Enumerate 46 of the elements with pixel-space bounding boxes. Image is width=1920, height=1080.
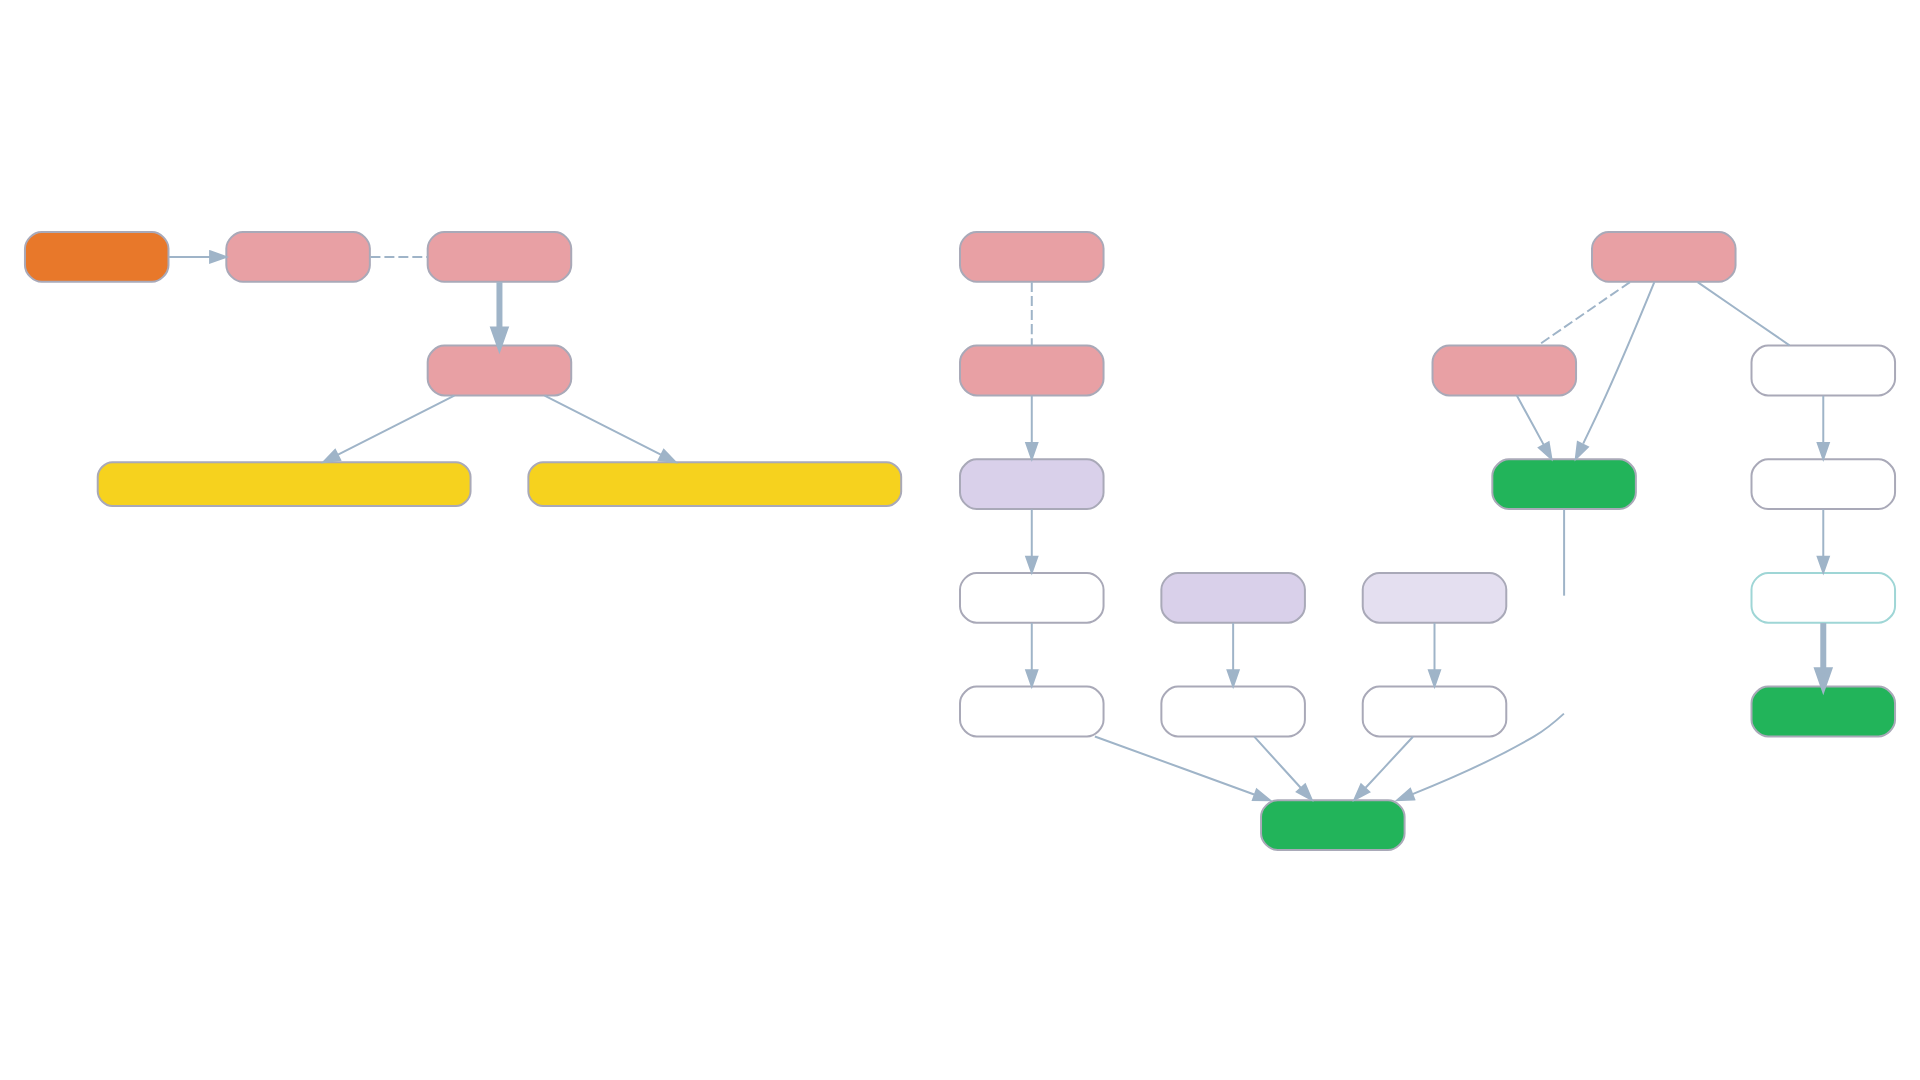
node-box (426, 229, 573, 282)
connector (1563, 507, 1566, 596)
node-box (959, 684, 1105, 737)
arrow (1024, 393, 1039, 461)
node-box (1361, 684, 1508, 737)
arrow (168, 248, 230, 263)
node-box (1260, 798, 1406, 851)
arrow (1394, 711, 1565, 801)
arrow (1574, 280, 1656, 461)
node-bar (96, 460, 472, 507)
node-box (959, 570, 1105, 623)
arrow (1816, 507, 1831, 575)
node-box (959, 229, 1105, 282)
arrow (1093, 734, 1273, 801)
arrow (1024, 507, 1039, 575)
node-bar (527, 460, 903, 507)
connector (369, 254, 429, 257)
arrow (320, 393, 456, 463)
node-box (1361, 570, 1508, 623)
node-box (1160, 570, 1306, 623)
node-box (1750, 343, 1897, 396)
node-box (1750, 570, 1897, 623)
connector (1537, 280, 1631, 346)
arrow (1352, 734, 1414, 802)
arrow (1816, 393, 1831, 461)
arrow (1813, 622, 1834, 695)
arrow (543, 393, 679, 463)
node-box (225, 229, 371, 282)
node-box (959, 457, 1105, 510)
arrow (1427, 621, 1442, 689)
node-box (959, 343, 1105, 396)
node-box (23, 229, 170, 282)
node-box (1491, 457, 1637, 510)
connector (1030, 280, 1033, 346)
arrow (1253, 734, 1314, 802)
node-box (1750, 684, 1897, 737)
arrow (1515, 393, 1553, 461)
arrow (489, 281, 510, 354)
node-box (1160, 684, 1306, 737)
node-box (1431, 343, 1578, 396)
connector (1696, 280, 1791, 346)
node-box (1591, 229, 1737, 282)
node-box (426, 343, 573, 396)
node-box (1750, 457, 1897, 510)
arrow (1226, 621, 1241, 689)
arrow (1024, 621, 1039, 689)
